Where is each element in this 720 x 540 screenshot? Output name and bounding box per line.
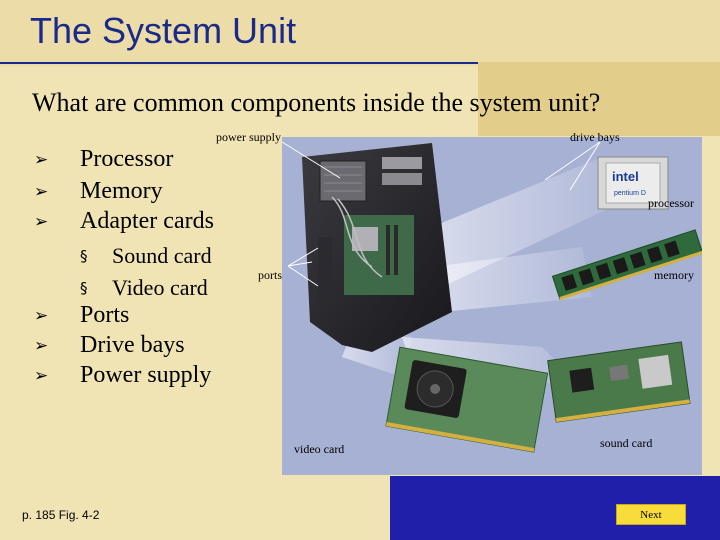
memory-module	[551, 229, 702, 301]
title-band	[0, 0, 720, 66]
sound-card	[547, 341, 691, 423]
system-unit-photo: intel pentium D	[282, 137, 702, 475]
video-card	[385, 346, 549, 453]
figure-reference: p. 185 Fig. 4-2	[22, 508, 100, 522]
square-bullet-icon: §	[80, 247, 88, 265]
accent-block	[478, 62, 720, 136]
square-bullet-icon: §	[80, 279, 88, 297]
drive-bay-1	[382, 157, 422, 169]
chip-brand: intel	[612, 169, 639, 184]
arrow-bullet-icon: ➢	[34, 182, 49, 202]
label-memory: memory	[654, 268, 694, 282]
next-button[interactable]: Next	[616, 504, 686, 525]
leader-ports-3	[287, 265, 319, 287]
drive-bay-2	[382, 173, 422, 185]
label-processor: processor	[648, 196, 694, 210]
title-rule	[0, 62, 480, 64]
beam-processor	[432, 157, 612, 287]
system-unit-illustration: intel pentium D	[302, 143, 702, 453]
leader-ports-2	[287, 261, 313, 267]
slide-title: The System Unit	[30, 10, 297, 51]
leader-power-supply	[281, 141, 341, 179]
power-supply-unit	[319, 160, 367, 202]
arrow-bullet-icon: ➢	[34, 306, 49, 326]
cpu-socket	[352, 227, 378, 251]
label-sound-card: sound card	[600, 436, 653, 450]
label-ports: ports	[258, 268, 282, 282]
arrow-bullet-icon: ➢	[34, 150, 49, 170]
next-button-label: Next	[640, 508, 662, 521]
label-power-supply: power supply	[216, 130, 281, 144]
port-panel	[318, 237, 332, 297]
arrow-bullet-icon: ➢	[34, 336, 49, 356]
arrow-bullet-icon: ➢	[34, 366, 49, 386]
slide-question: What are common components inside the sy…	[32, 88, 601, 117]
label-drive-bays: drive bays	[570, 130, 620, 144]
leader-drive-bays-2	[544, 141, 601, 181]
leader-drive-bays-1	[569, 141, 601, 191]
label-video-card: video card	[294, 442, 345, 456]
leader-ports-1	[287, 247, 319, 267]
arrow-bullet-icon: ➢	[34, 212, 49, 232]
beam-memory	[432, 247, 592, 312]
chip-model: pentium D	[614, 190, 646, 197]
